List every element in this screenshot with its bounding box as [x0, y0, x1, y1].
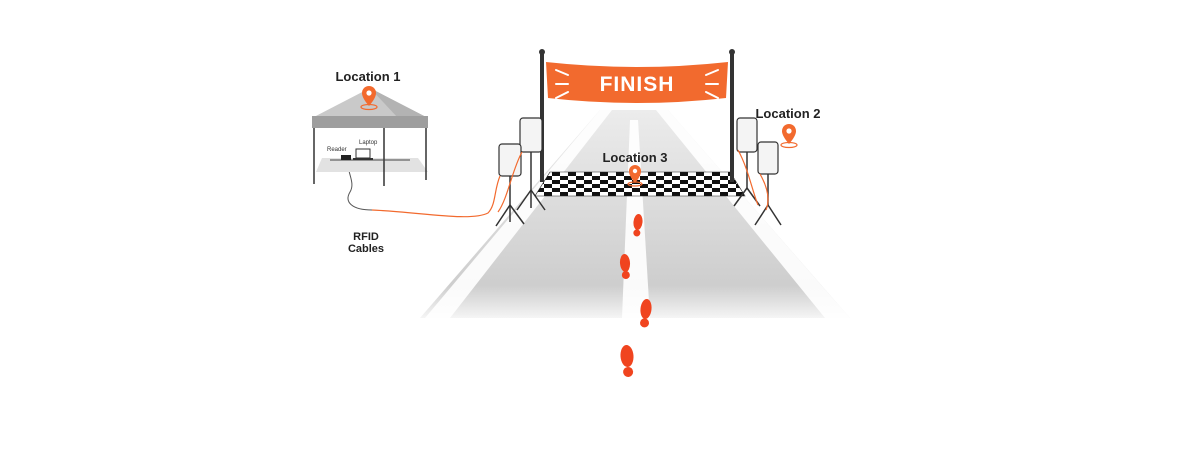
finish-banner-text: FINISH [600, 73, 675, 96]
right-antenna-front [754, 141, 782, 226]
location-pin-icon [627, 165, 643, 187]
location-3-label: Location 3 [602, 150, 667, 165]
location-pin-icon [360, 86, 378, 111]
footprint-icon [619, 254, 631, 279]
footprint-icon [640, 299, 652, 328]
rfid-cables-label-line1: RFID [353, 231, 379, 243]
banner-poles [539, 49, 735, 182]
laptop-label: Laptop [359, 140, 378, 146]
rfid-cables-label-line2: Cables [348, 243, 384, 255]
location-2-label: Location 2 [755, 106, 820, 121]
footprint-icon [620, 345, 634, 377]
reader-label: Reader [327, 147, 347, 153]
rfid-cables [371, 149, 769, 218]
left-antenna-back [516, 117, 546, 211]
location-1-label: Location 1 [335, 69, 400, 84]
laptop-icon [353, 148, 373, 160]
reader-icon [341, 155, 351, 160]
footprint-icon [633, 214, 643, 237]
location-pin-icon [780, 124, 798, 149]
finish-mat [534, 171, 746, 197]
road [415, 110, 860, 325]
finish-banner: FINISH [546, 62, 728, 103]
